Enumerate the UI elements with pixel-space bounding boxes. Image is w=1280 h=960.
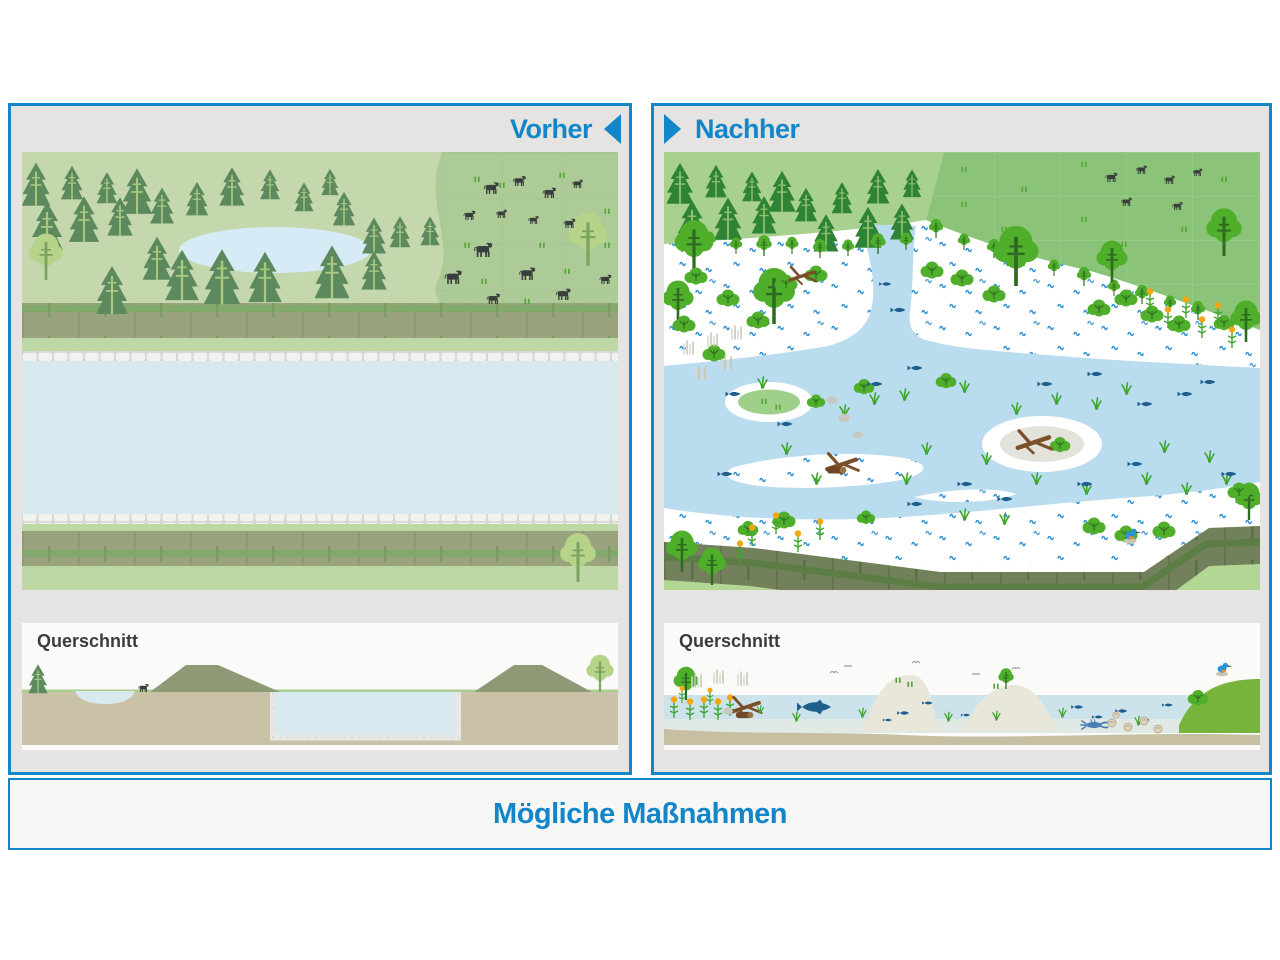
shell-icon bbox=[1123, 722, 1133, 732]
gravel-mound-1 bbox=[864, 675, 938, 731]
lower-green-strip bbox=[22, 566, 618, 590]
right-dike-mound bbox=[474, 665, 592, 692]
vorher-landscape bbox=[22, 152, 618, 590]
nachher-cross-landscape bbox=[664, 623, 1260, 750]
dike-band bbox=[664, 526, 1260, 590]
shell-icon bbox=[1107, 718, 1117, 728]
shell-icon bbox=[1153, 724, 1163, 734]
right-bank bbox=[1179, 679, 1260, 733]
canal-floor bbox=[270, 735, 461, 741]
stone-icon bbox=[853, 431, 863, 439]
vorher-cross-section-box: Querschnitt bbox=[22, 623, 618, 750]
footer-title: Mögliche Maßnahmen bbox=[493, 797, 787, 830]
shell-icon bbox=[1139, 716, 1149, 726]
canal-block-joints bbox=[272, 693, 460, 739]
ground-surface bbox=[22, 689, 618, 693]
pasture-grid bbox=[926, 152, 1260, 330]
green-island bbox=[725, 382, 813, 422]
vorher-cross-landscape bbox=[22, 623, 618, 750]
footer-bar: Mögliche Maßnahmen bbox=[8, 778, 1272, 850]
vorher-cross-title: Querschnitt bbox=[37, 631, 139, 651]
lower-bank-strip bbox=[22, 524, 618, 531]
left-dike-mound bbox=[150, 665, 280, 692]
nachher-cross-title: Querschnitt bbox=[679, 631, 781, 651]
canal-water bbox=[22, 361, 618, 514]
nachher-header: Nachher bbox=[654, 106, 1269, 152]
stone-icon bbox=[723, 707, 733, 715]
lower-stone-row bbox=[22, 514, 618, 524]
upper-bank-strip bbox=[22, 338, 618, 351]
sandbar-1 bbox=[727, 453, 924, 488]
vorher-cross-section bbox=[22, 623, 618, 750]
lower-dike bbox=[22, 531, 618, 566]
canal-cross-water bbox=[275, 692, 456, 735]
nachher-cross-section-box: Querschnitt bbox=[664, 623, 1260, 750]
vorher-header: Vorher bbox=[11, 106, 629, 152]
nachher-illustration bbox=[664, 152, 1260, 590]
stone-icon bbox=[826, 396, 838, 404]
sandbar-2 bbox=[914, 489, 1016, 503]
vorher-panel: Vorher bbox=[8, 103, 632, 775]
canal-wall-right bbox=[455, 692, 461, 740]
pasture-grid bbox=[435, 152, 618, 303]
vorher-title: Vorher bbox=[509, 113, 593, 144]
vorher-illustration bbox=[22, 152, 618, 590]
gravel-mound-2 bbox=[964, 685, 1056, 731]
nachher-landscape bbox=[664, 152, 1260, 590]
shell-icon bbox=[1112, 711, 1120, 719]
arrow-left-icon bbox=[604, 114, 621, 144]
cross-ground bbox=[664, 729, 1260, 745]
cross-seabed bbox=[664, 719, 1260, 733]
log-icon bbox=[827, 466, 847, 474]
nachher-cross-section bbox=[664, 623, 1260, 750]
canal-wall-left bbox=[270, 692, 276, 740]
depression-pond bbox=[75, 691, 135, 704]
river bbox=[664, 224, 1260, 520]
arrow-right-icon bbox=[664, 114, 681, 144]
stone-icon bbox=[837, 413, 851, 423]
nachher-panel: Nachher bbox=[651, 103, 1272, 775]
nachher-title: Nachher bbox=[695, 113, 800, 144]
upper-stone-row bbox=[22, 351, 618, 361]
